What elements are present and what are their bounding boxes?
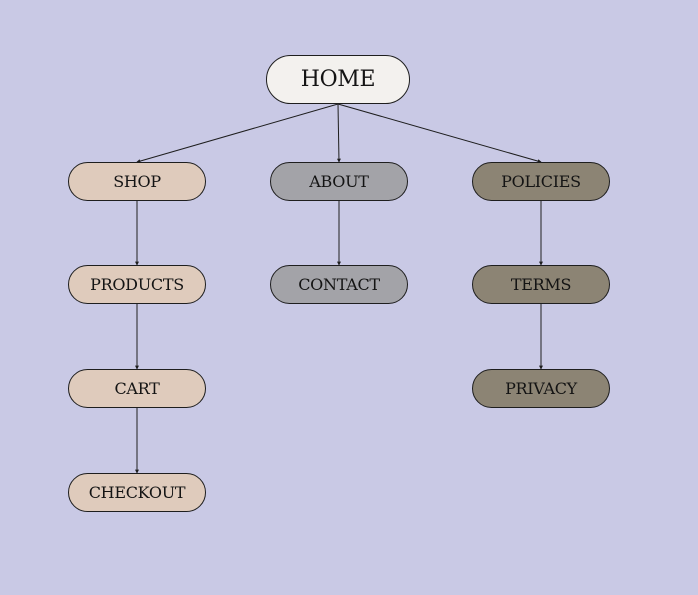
- connector-home-shop: [136, 103, 339, 163]
- node-checkout: CHECKOUT: [68, 473, 206, 512]
- node-about: ABOUT: [270, 162, 408, 201]
- connector-home-about: [336, 103, 341, 163]
- node-shop: SHOP: [68, 162, 206, 201]
- node-cart: CART: [68, 369, 206, 408]
- node-contact: CONTACT: [270, 265, 408, 304]
- node-policies: POLICIES: [472, 162, 610, 201]
- connector-home-policies: [337, 103, 542, 164]
- node-products: PRODUCTS: [68, 265, 206, 304]
- node-terms: TERMS: [472, 265, 610, 304]
- node-privacy: PRIVACY: [472, 369, 610, 408]
- node-home: HOME: [266, 55, 410, 104]
